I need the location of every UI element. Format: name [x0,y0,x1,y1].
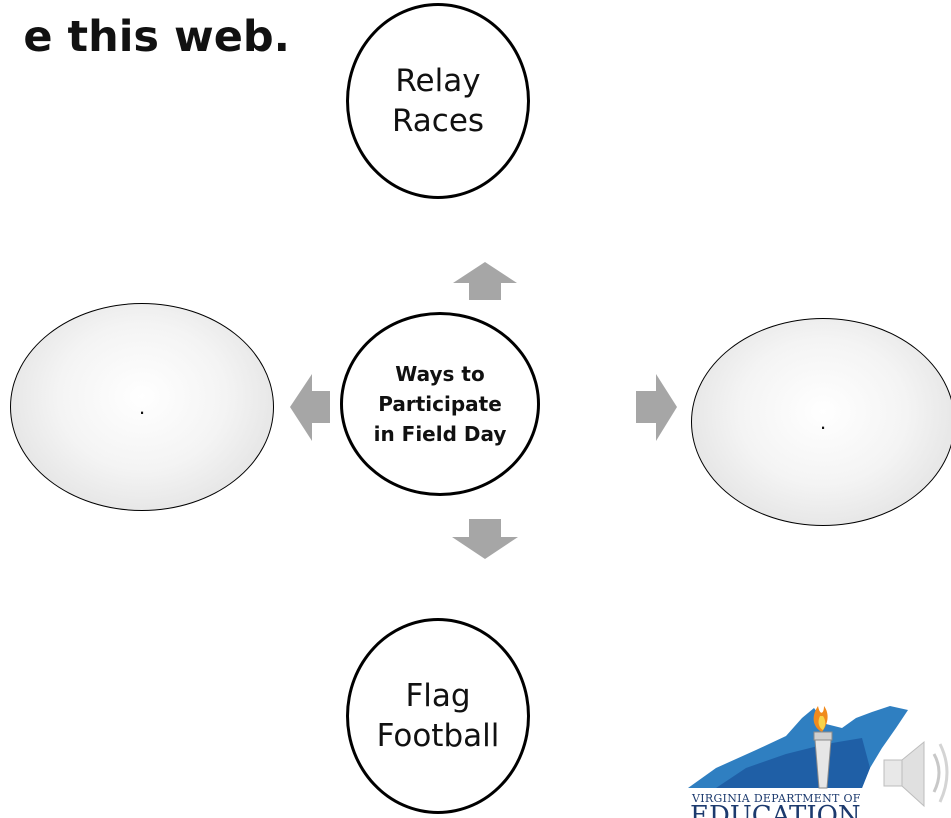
node-top-line-1: Relay [395,63,481,99]
node-right-label: . [819,409,827,434]
logo-text-line-1: VIRGINIA DEPARTMENT OF [692,792,861,805]
node-relay-races: Relay Races [346,3,530,199]
arrow-left [290,374,330,441]
virginia-state-torch-icon [688,706,908,789]
node-right-empty: . [691,318,951,526]
arrow-down [452,519,518,559]
arrow-up [453,262,517,300]
node-top-line-2: Races [391,103,485,139]
node-flag-football: Flag Football [346,618,530,814]
node-bottom-line-2: Football [376,718,500,754]
node-left-empty: . [10,303,274,511]
speaker-icon[interactable] [880,730,951,818]
node-bottom-line-1: Flag [405,678,471,714]
node-center-ways-to-participate: Ways to Participate in Field Day [340,312,540,496]
slide-heading-clip: e this web. [0,8,360,78]
arrow-right [636,374,677,441]
node-center-line-2: Participate [378,392,502,416]
logo-text-line-2: EDUCATION [690,801,861,818]
node-center-line-3: in Field Day [373,422,507,446]
vdoe-logo: VIRGINIA DEPARTMENT OF EDUCATION [686,688,951,818]
node-center-line-1: Ways to [395,362,485,386]
slide-heading: e this web. [23,12,290,62]
node-left-label: . [138,394,146,419]
